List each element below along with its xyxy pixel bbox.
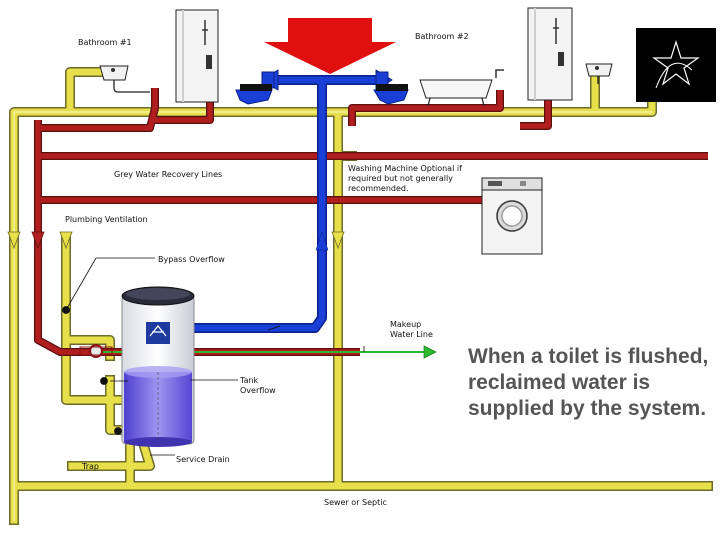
brand-logo bbox=[636, 28, 716, 102]
label-bypass-overflow: Bypass Overflow bbox=[158, 255, 225, 264]
bathroom2-water-heater bbox=[527, 7, 573, 101]
bathroom2-toilet bbox=[373, 71, 409, 105]
annotation-leaders bbox=[62, 257, 365, 456]
label-tank-overflow: Tank Overflow bbox=[240, 376, 276, 395]
label-service-drain: Service Drain bbox=[176, 455, 230, 464]
bypass-valve bbox=[79, 344, 113, 358]
bathroom2-bathtub bbox=[419, 69, 504, 107]
logo-tagline: L SAVING YOUR MONEY bbox=[642, 94, 701, 100]
label-grey-water-recovery: Grey Water Recovery Lines bbox=[114, 170, 223, 179]
label-bathroom-2: Bathroom #2 bbox=[415, 32, 469, 41]
label-washing-machine: Washing Machine Optional if required but… bbox=[348, 164, 462, 193]
label-bathroom-1: Bathroom #1 bbox=[78, 38, 132, 47]
bathroom2-sink bbox=[585, 63, 613, 84]
label-makeup-water-line: Makeup Water Line bbox=[390, 320, 433, 339]
incoming-flow-arrow bbox=[264, 18, 396, 74]
label-sewer-septic: Sewer or Septic bbox=[324, 498, 387, 507]
washing-machine bbox=[481, 177, 543, 255]
caption-text: When a toilet is flushed, reclaimed wate… bbox=[468, 345, 709, 420]
label-trap: Trap bbox=[82, 462, 99, 471]
bathroom1-sink bbox=[99, 65, 150, 93]
flow-direction-arrows bbox=[7, 231, 345, 250]
bathroom1-water-heater bbox=[175, 9, 219, 103]
water-tank bbox=[121, 286, 195, 447]
label-plumbing-ventilation: Plumbing Ventilation bbox=[65, 215, 148, 224]
plumbing-ventilation-pipes bbox=[9, 67, 713, 525]
bathroom1-toilet bbox=[235, 71, 275, 105]
